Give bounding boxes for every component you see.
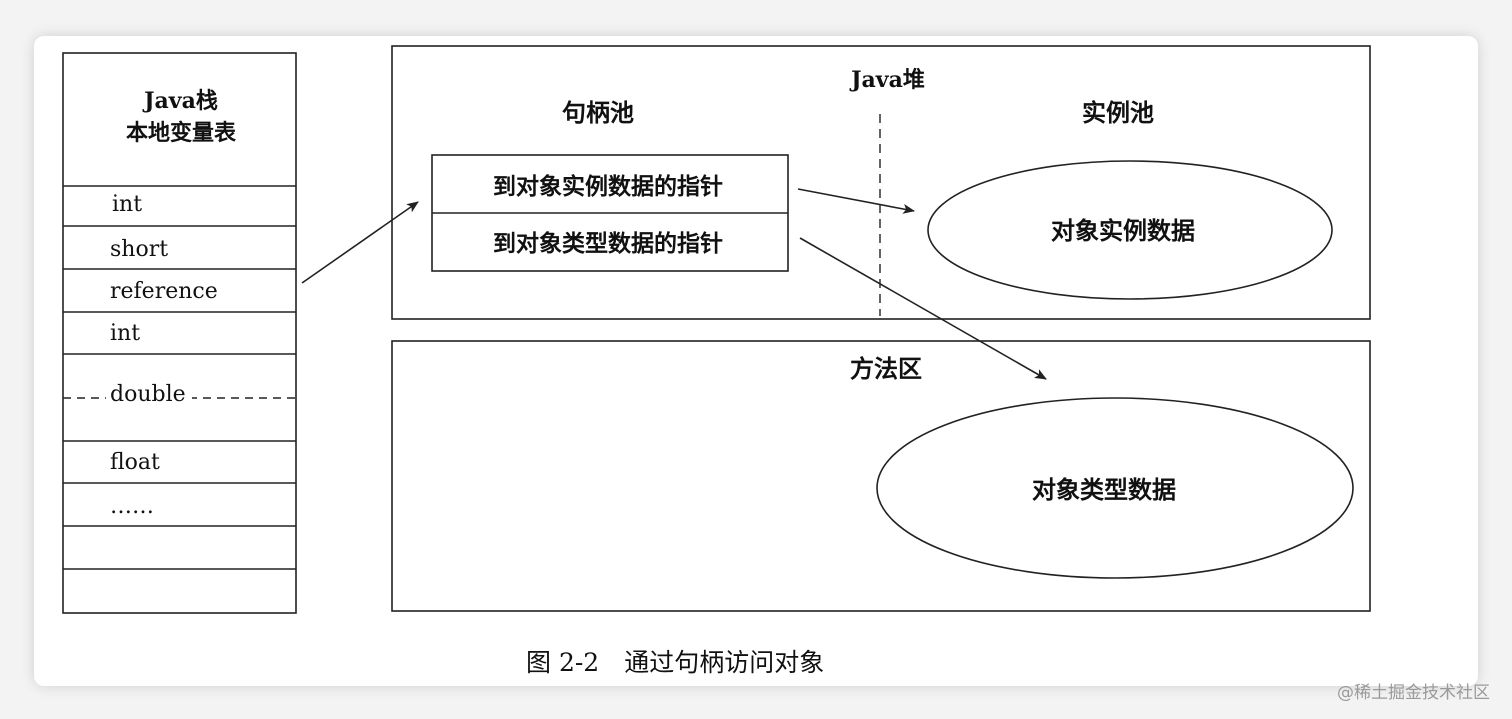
instance-data-pointer-label: 到对象实例数据的指针: [493, 173, 723, 200]
type-data-pointer-label: 到对象类型数据的指针: [493, 230, 723, 257]
java-stack-title: Java栈: [142, 88, 218, 114]
handle-to-type-data-arrow: [799, 237, 1047, 380]
stack-slot-ellipsis: ……: [110, 494, 154, 519]
stack-slot-double: double: [110, 382, 186, 407]
java-stack-frame: [62, 52, 297, 614]
method-area-frame: [391, 340, 1371, 612]
instance-pool-label: 实例池: [1082, 98, 1154, 127]
local-variable-table-title: 本地变量表: [126, 120, 237, 146]
reference-to-handle-arrow: [301, 201, 419, 284]
figure-caption: 图 2-2 通过句柄访问对象: [526, 648, 824, 677]
watermark: @稀土掘金技术社区: [1337, 683, 1490, 703]
java-heap-frame: [391, 45, 1371, 320]
method-area: 方法区 对象类型数据: [391, 340, 1371, 612]
figure-card: [34, 36, 1478, 686]
stack-slot-int: int: [112, 192, 142, 217]
type-data-ellipse: [876, 397, 1354, 579]
java-stack: Java栈 本地变量表 int short reference int doub…: [62, 52, 297, 614]
double-label-mask: [106, 384, 192, 410]
instance-data-label: 对象实例数据: [1051, 216, 1195, 245]
stack-slot-short: short: [110, 237, 168, 262]
handle-pool-label: 句柄池: [562, 98, 634, 127]
stack-slot-reference: reference: [110, 279, 218, 304]
handle-to-instance-data-arrow: [797, 188, 915, 214]
stack-slot-float: float: [110, 450, 160, 475]
java-heap-title: Java堆: [849, 67, 925, 93]
java-heap: Java堆 句柄池 实例池 到对象实例数据的指针 到对象类型数据的指针 对象实例…: [391, 45, 1371, 320]
method-area-title: 方法区: [850, 354, 922, 383]
instance-data-ellipse: [927, 160, 1333, 300]
stack-slot-int: int: [110, 321, 140, 346]
type-data-label: 对象类型数据: [1032, 475, 1176, 504]
